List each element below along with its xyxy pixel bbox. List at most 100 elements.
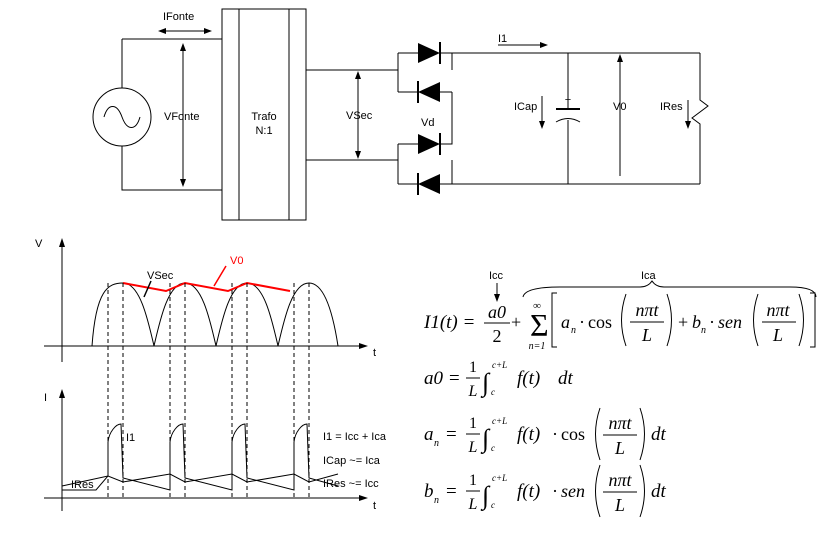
L-denominator: L: [468, 496, 478, 513]
v0-graph-label: V0: [230, 255, 243, 267]
arrow-head-icon: [59, 389, 65, 398]
paren-left: [595, 407, 601, 461]
ires-label: IRes: [660, 101, 683, 113]
secondary-wires: [306, 69, 398, 161]
sigma-icon: Σ: [530, 307, 549, 343]
integral-icon: ∫: [480, 368, 491, 398]
integral-lower: c: [491, 500, 495, 510]
icc-annotation: Icc: [489, 270, 504, 282]
note-ires: IRes ~= Icc: [323, 478, 379, 490]
t-axis-label: t: [373, 347, 376, 359]
dot-operator: ·: [552, 481, 558, 501]
v0-label: V0: [613, 101, 626, 113]
L-denominator: L: [468, 383, 478, 400]
paren-right: [798, 293, 804, 347]
f-of-t: f(t): [517, 424, 540, 445]
ires-graph-label: IRes: [71, 479, 94, 491]
arrow-head-icon: [180, 179, 186, 187]
vsec-pointer: [143, 280, 152, 298]
note-i1: I1 = Icc + Ica: [323, 431, 387, 443]
dt: dt: [651, 481, 667, 502]
one-numerator: 1: [469, 359, 477, 376]
one-numerator: 1: [469, 472, 477, 489]
paren-left: [621, 293, 627, 347]
v-axis-label: V: [35, 238, 43, 250]
bridge-wires: [397, 52, 700, 185]
i-axis-label: I: [44, 392, 47, 404]
arrow-head-icon: [59, 238, 65, 247]
dot-operator: ·: [579, 312, 585, 332]
L-denominator: L: [468, 439, 478, 456]
diode-icon: [418, 174, 440, 194]
diode-icon: [418, 43, 440, 63]
plus-sign: +: [678, 312, 688, 332]
arrow-head-icon: [359, 495, 368, 501]
a0-lhs: a0 =: [424, 368, 461, 389]
dot-operator: ·: [709, 312, 715, 332]
subscript-n: n: [701, 325, 706, 336]
i1-lhs: I1(t) =: [423, 312, 475, 333]
sine-wave-icon: [103, 106, 141, 128]
paren-right: [639, 407, 645, 461]
ifonte-label: IFonte: [163, 11, 194, 23]
paren-left: [753, 293, 759, 347]
current-graph: I t I1 IRes I1 = Icc + Ica ICap ~= Ica I…: [44, 389, 387, 512]
vsec-graph-label: VSec: [147, 270, 174, 282]
integral-icon: ∫: [480, 424, 491, 454]
i1-graph-label: I1: [126, 432, 135, 444]
paren-right: [666, 293, 672, 347]
sen-function: sen: [718, 312, 742, 332]
circuit: IFonte VFonte Trafo N:1 VSec Vd: [92, 8, 709, 221]
arrow-head-icon: [355, 71, 361, 79]
integral-lower: c: [491, 443, 495, 453]
paren-left: [595, 464, 601, 518]
arrow-head-icon: [685, 121, 691, 129]
note-icap: ICap ~= Ica: [323, 455, 381, 467]
frac-numerator: nπt: [608, 413, 632, 433]
arrow-head-icon: [355, 151, 361, 159]
f-of-t: f(t): [517, 368, 540, 389]
diode-icon: [418, 134, 440, 154]
vfonte-label: VFonte: [164, 111, 199, 123]
v0-pointer: [213, 265, 227, 287]
frac-numerator: nπt: [608, 470, 632, 490]
dashed-guides: [107, 283, 310, 500]
equations: Icc Ica I1(t) = a0 2 + ∞ Σ n=1 a n · cos…: [423, 270, 817, 518]
arrow-head-icon: [539, 121, 545, 129]
bn-coef: b: [692, 312, 701, 332]
f-of-t: f(t): [517, 481, 540, 502]
transformer-core: [238, 8, 290, 221]
i1-waveform: [62, 423, 339, 491]
a0-denominator: 2: [493, 326, 502, 346]
vd-label: Vd: [421, 117, 434, 129]
subscript-n: n: [571, 325, 576, 336]
subscript-n: n: [434, 438, 439, 449]
cos-function: cos: [561, 424, 585, 444]
frac-denominator: L: [641, 325, 652, 345]
t-axis-label: t: [373, 500, 376, 512]
arrow-head-icon: [180, 43, 186, 51]
vsec-waveform: [91, 282, 339, 347]
subscript-n: n: [434, 495, 439, 506]
frac-denominator: L: [614, 438, 625, 458]
capacitor-plus-icon: +: [565, 94, 571, 106]
dot-operator: ·: [552, 424, 558, 444]
resistor-icon: [691, 53, 709, 184]
sen-function: sen: [561, 481, 585, 501]
frac-numerator: nπt: [635, 300, 659, 320]
dt: dt: [558, 368, 574, 389]
frac-denominator: L: [772, 325, 783, 345]
bn-lhs: b: [424, 481, 434, 502]
trafo-label: Trafo: [251, 111, 276, 123]
arrow-head-icon: [158, 28, 166, 34]
vsec-label: VSec: [346, 110, 373, 122]
ires-waveform: [61, 473, 339, 487]
arrow-head-icon: [204, 28, 212, 34]
frac-denominator: L: [614, 495, 625, 515]
ica-brace: [522, 280, 817, 298]
dt: dt: [651, 424, 667, 445]
bracket-right: [810, 292, 816, 348]
i1-label: I1: [498, 33, 507, 45]
a0-numerator: a0: [488, 302, 506, 322]
